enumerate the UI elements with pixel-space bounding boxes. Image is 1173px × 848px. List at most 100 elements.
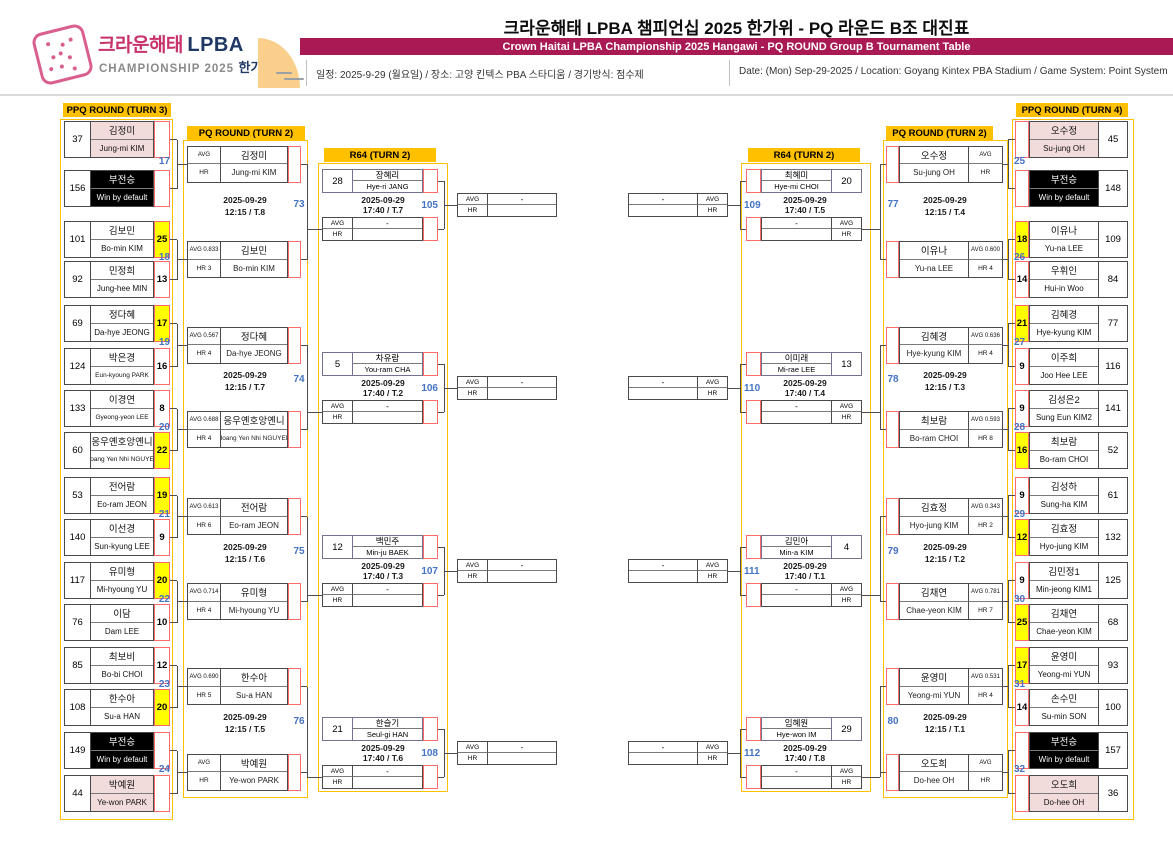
connector-line <box>307 228 322 230</box>
player-name-en: Jung-mi KIM <box>231 168 277 178</box>
connector-line <box>301 601 307 603</box>
connector-line <box>170 750 177 752</box>
player-score: 20 <box>154 562 170 599</box>
stat-avg: AVG <box>831 584 861 595</box>
player-seed: 92 <box>65 262 91 297</box>
fan-decoration <box>258 38 300 88</box>
player-seed: 12 <box>323 536 353 558</box>
player-name-en: Su-jung OH <box>1030 139 1098 157</box>
match-date: 2025-09-29 <box>361 561 405 571</box>
player-score <box>1015 732 1029 769</box>
player-name-en: Yeong-mi YUN <box>907 690 961 700</box>
stat-hr: HR <box>831 229 861 240</box>
player-name-en: Su-jung OH <box>913 168 955 178</box>
player-name-ko: 정다혜 <box>221 328 287 345</box>
connector-line <box>1007 665 1009 708</box>
stat-hr: HR <box>697 388 727 399</box>
winner-stub <box>423 400 438 424</box>
match-time: 12:15 / T.2 <box>924 554 966 564</box>
player-name-en: Jung-mi KIM <box>91 139 153 157</box>
connector-line <box>1008 366 1015 368</box>
winner-hr-value <box>488 205 556 216</box>
player-name-ko: 김채연 <box>1030 605 1098 623</box>
dice-dot <box>60 42 66 48</box>
player-score: 25 <box>154 221 170 258</box>
winner-stub <box>886 753 899 791</box>
player-name-en: Gyeong-yeon LEE <box>91 408 153 426</box>
dice-icon <box>30 22 95 87</box>
connector-line <box>177 429 187 431</box>
player-name-en: Chae-yeon KIM <box>1030 622 1098 640</box>
winner-stub <box>886 326 899 364</box>
connector-line <box>170 139 177 141</box>
player-seed: 29 <box>831 718 861 740</box>
connector-line <box>177 771 187 773</box>
match-date: 2025-09-29 <box>361 195 405 205</box>
connector-line <box>1007 495 1009 538</box>
winner-stub <box>423 217 438 241</box>
player-name-en: Da-hye JEONG <box>226 349 282 359</box>
player-score: 16 <box>1015 432 1029 469</box>
player-name-en: Min-jeong KIM1 <box>1030 580 1098 598</box>
connector-line <box>739 364 741 412</box>
connector-line <box>438 228 444 230</box>
match-time: 17:40 / T.5 <box>784 205 826 215</box>
match-time: 12:15 / T.5 <box>224 724 266 735</box>
player-name-en: Ye-won PARK <box>91 793 153 811</box>
connector-line <box>740 363 746 365</box>
winner-stub <box>746 400 761 424</box>
match-number: 29 <box>1014 508 1026 520</box>
stat-hr: HR <box>458 205 488 216</box>
dice-dot <box>58 50 64 56</box>
player-name-en: Seul-gi HAN <box>366 730 409 739</box>
connector-line <box>728 387 740 389</box>
player-name-ko: 한수아 <box>91 690 153 708</box>
match-number: 31 <box>1014 678 1026 690</box>
player-score: 22 <box>154 432 170 469</box>
player-seed: 60 <box>65 433 91 468</box>
connector-line <box>170 537 177 539</box>
event-logo: 크라운해태 LPBA CHAMPIONSHIP 2025 한가위 <box>28 20 304 92</box>
match-number: 105 <box>421 200 438 211</box>
match-number: 110 <box>744 383 761 394</box>
stat-avg: AVG <box>323 401 353 412</box>
player-score: 17 <box>154 305 170 342</box>
match-number: 20 <box>158 421 170 433</box>
stat-hr: HR 8 <box>968 429 1002 447</box>
connector-line <box>740 546 746 548</box>
connector-line <box>1003 429 1008 431</box>
stat-hr: HR <box>458 753 488 764</box>
player-seed: 140 <box>65 520 91 555</box>
player-score <box>154 170 170 207</box>
match-number: 76 <box>293 716 305 728</box>
player-seed: 68 <box>1098 605 1127 640</box>
player-seed: 77 <box>1098 306 1127 341</box>
stat-avg: AVG 0.600 <box>968 242 1002 260</box>
connector-line <box>1003 163 1008 165</box>
stat-hr: HR <box>697 571 727 582</box>
winner-avg-value: - <box>488 194 556 205</box>
player-name-ko: 오도희 <box>900 755 968 772</box>
player-name-ko: 응우옌호앙옌니 <box>91 433 153 451</box>
match-date: 2025-09-29 <box>783 561 827 571</box>
winner-stub <box>746 583 761 607</box>
match-date: 2025-09-29 <box>361 743 405 753</box>
stat-avg: AVG <box>968 754 1002 772</box>
connector-line <box>880 344 886 346</box>
player-name-ko: 김혜경 <box>1030 306 1098 324</box>
pending-empty <box>353 412 422 423</box>
